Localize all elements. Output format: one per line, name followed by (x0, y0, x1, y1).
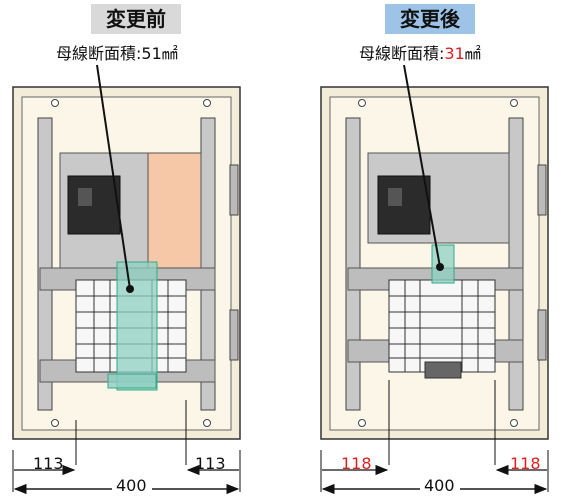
after-pointer-line (403, 64, 441, 268)
before-dim-width-bg (112, 478, 152, 494)
before-badge: 変更前 (91, 4, 181, 34)
after-rail-right (508, 117, 524, 411)
before-blank-cover (147, 152, 202, 269)
before-dim-left-text: 113 (33, 454, 64, 473)
before-rail-left (37, 117, 53, 411)
before-badge-label: 変更前 (106, 7, 166, 31)
before-caption-value: 51 (141, 44, 162, 63)
before-pointer-line (96, 64, 131, 290)
after-screw-bl (358, 419, 366, 427)
after-dim-width-text: 400 (424, 476, 455, 495)
before-caption: 母線断面積:51㎟ (56, 40, 178, 64)
before-screw-br (203, 419, 211, 427)
after-badge-label: 変更後 (400, 7, 460, 31)
after-badge: 変更後 (385, 4, 475, 34)
after-hinge-top (537, 164, 547, 216)
after-branch-block (388, 279, 496, 373)
after-caption-value: 31 (444, 44, 465, 63)
after-rail-left (345, 117, 361, 411)
after-hinge-bottom (537, 309, 547, 361)
before-panel: 113 113 400 (12, 64, 241, 495)
after-dim-right-text: 118 (510, 454, 541, 473)
before-busbar-foot (107, 373, 157, 389)
after-panel: 118 118 400 (320, 64, 549, 495)
before-breaker-handle (78, 188, 92, 206)
after-caption-unit: ㎟ (464, 44, 481, 63)
before-hinge-bottom (229, 309, 239, 361)
before-busbar (116, 261, 158, 391)
after-caption: 母線断面積:31㎟ (359, 40, 481, 64)
after-caption-prefix: 母線断面積: (359, 44, 445, 63)
after-pointer-dot (436, 263, 444, 271)
after-branch-rows (389, 280, 495, 372)
after-screw-br (510, 419, 518, 427)
after-breaker-handle (388, 188, 402, 206)
before-screw-tl (51, 99, 59, 107)
after-busbar-terminal (424, 361, 462, 379)
before-screw-tr (203, 99, 211, 107)
before-caption-prefix: 母線断面積: (56, 44, 142, 63)
before-screw-bl (51, 419, 59, 427)
before-dim-width-text: 400 (116, 476, 147, 495)
after-busbar (431, 244, 455, 284)
before-main-breaker (67, 175, 121, 235)
before-hinge-top (229, 164, 239, 216)
before-caption-unit: ㎟ (161, 44, 178, 63)
before-dim-right-text: 113 (195, 454, 226, 473)
after-main-breaker (377, 175, 431, 235)
after-screw-tr (510, 99, 518, 107)
after-dim-left-text: 118 (341, 454, 372, 473)
after-screw-tl (358, 99, 366, 107)
after-dim-width-bg (420, 478, 460, 494)
before-pointer-dot (126, 285, 134, 293)
